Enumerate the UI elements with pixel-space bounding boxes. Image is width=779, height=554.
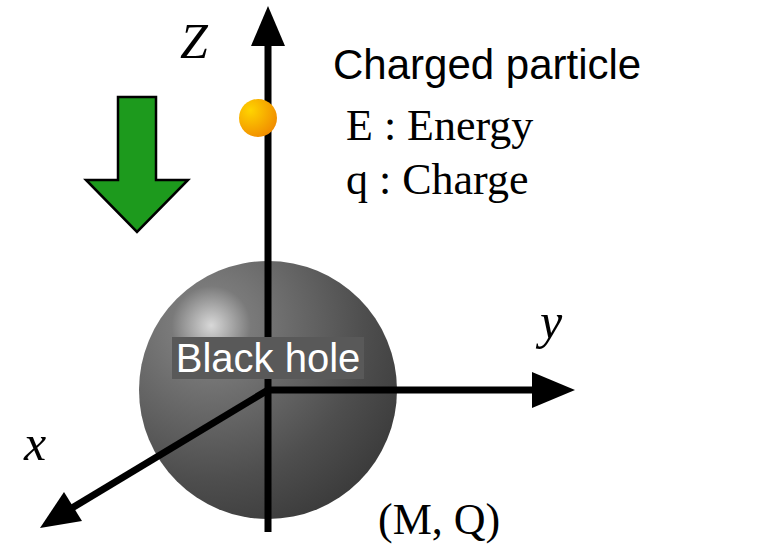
x-arrowhead bbox=[40, 492, 82, 528]
x-axis bbox=[72, 390, 268, 508]
node-title: Black hole bbox=[172, 337, 365, 379]
particle-label: Charged particle bbox=[333, 44, 641, 86]
axis-label: y bbox=[540, 296, 562, 346]
charged-particle bbox=[239, 99, 277, 137]
energy-label: E : Energy bbox=[346, 104, 533, 148]
axis-label: Z bbox=[180, 16, 208, 66]
y-axis bbox=[268, 387, 535, 394]
black-hole-parameters: (M, Q) bbox=[378, 498, 500, 542]
y-arrowhead bbox=[532, 372, 575, 408]
green-arrow bbox=[86, 97, 188, 232]
z-arrowhead bbox=[251, 6, 285, 46]
charge-label: q : Charge bbox=[346, 158, 529, 202]
incoming-arrow bbox=[86, 97, 188, 232]
axis-label: x bbox=[24, 418, 46, 468]
